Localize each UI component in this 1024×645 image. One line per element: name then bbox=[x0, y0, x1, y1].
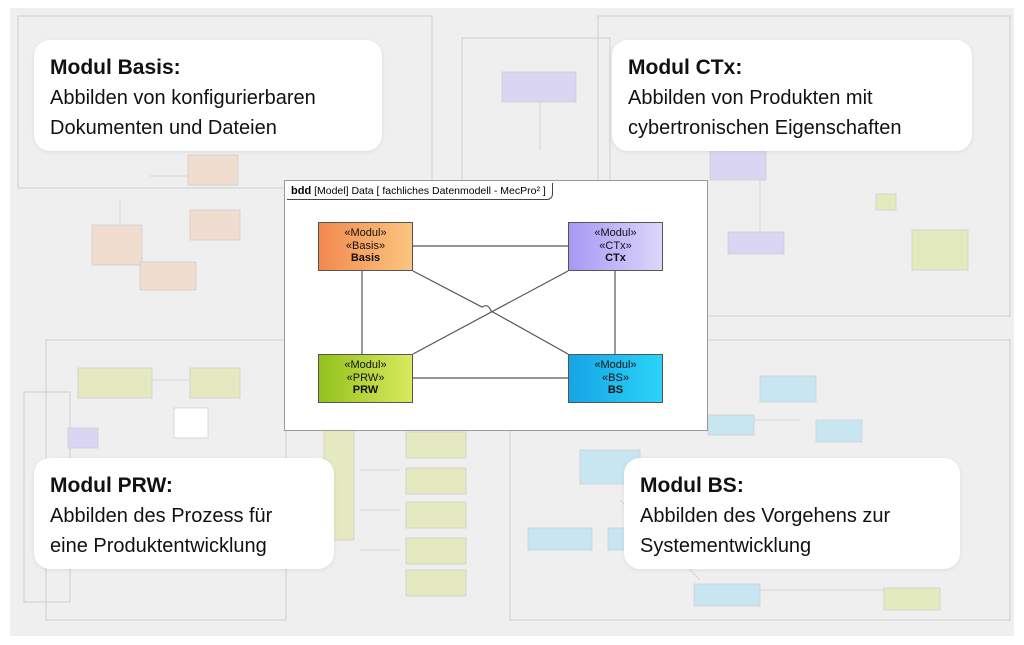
stereotype-modul: «Modul» bbox=[594, 359, 637, 371]
block-name: Basis bbox=[350, 252, 381, 264]
block-name: CTx bbox=[605, 252, 626, 264]
block-basis[interactable]: «Modul» «Basis» Basis bbox=[318, 222, 413, 271]
callout-bs: Modul BS: Abbilden des Vorgehens zur Sys… bbox=[624, 458, 960, 569]
stereotype-bs: «BS» bbox=[602, 371, 629, 384]
callout-text: Dokumenten und Dateien bbox=[50, 117, 277, 139]
callout-text: Systementwicklung bbox=[640, 535, 812, 557]
callout-text: Abbilden von konfigurierbaren bbox=[50, 87, 316, 109]
stereotype-modul: «Modul» bbox=[344, 359, 387, 371]
callout-text: eine Produktentwicklung bbox=[50, 535, 267, 557]
stereotype-prw: «PRW» bbox=[346, 371, 385, 384]
frame-header: bdd [Model] Data [ fachliches Datenmodel… bbox=[287, 183, 553, 200]
block-name: PRW bbox=[352, 384, 379, 396]
callout-title: Modul Basis: bbox=[50, 56, 181, 79]
callout-text: Abbilden des Prozess für bbox=[50, 505, 273, 527]
stereotype-modul: «Modul» bbox=[344, 227, 387, 239]
bdd-diagram-frame: bdd [Model] Data [ fachliches Datenmodel… bbox=[284, 180, 708, 431]
callout-title: Modul BS: bbox=[640, 474, 744, 497]
frame-label: [Model] Data [ fachliches Datenmodell - … bbox=[314, 185, 546, 197]
callout-text: Abbilden des Vorgehens zur bbox=[640, 505, 891, 527]
block-prw[interactable]: «Modul» «PRW» PRW bbox=[318, 354, 413, 403]
stereotype-modul: «Modul» bbox=[594, 227, 637, 239]
frame-kind: bdd bbox=[291, 185, 312, 197]
stereotype-ctx: «CTx» bbox=[599, 239, 632, 252]
callout-text: Abbilden von Produkten mit bbox=[628, 87, 873, 109]
stereotype-basis: «Basis» bbox=[345, 239, 386, 252]
callout-text: cybertronischen Eigenschaften bbox=[628, 117, 902, 139]
block-bs[interactable]: «Modul» «BS» BS bbox=[568, 354, 663, 403]
block-name: BS bbox=[607, 384, 624, 396]
callout-prw: Modul PRW: Abbilden des Prozess für eine… bbox=[34, 458, 334, 569]
callout-title: Modul PRW: bbox=[50, 474, 173, 497]
block-ctx[interactable]: «Modul» «CTx» CTx bbox=[568, 222, 663, 271]
association-ctx-prw bbox=[412, 270, 569, 355]
callout-basis: Modul Basis: Abbilden von konfigurierbar… bbox=[34, 40, 382, 151]
association-lines bbox=[361, 245, 616, 379]
callout-ctx: Modul CTx: Abbilden von Produkten mit cy… bbox=[612, 40, 972, 151]
association-basis-bs bbox=[412, 270, 569, 355]
callout-title: Modul CTx: bbox=[628, 56, 743, 79]
